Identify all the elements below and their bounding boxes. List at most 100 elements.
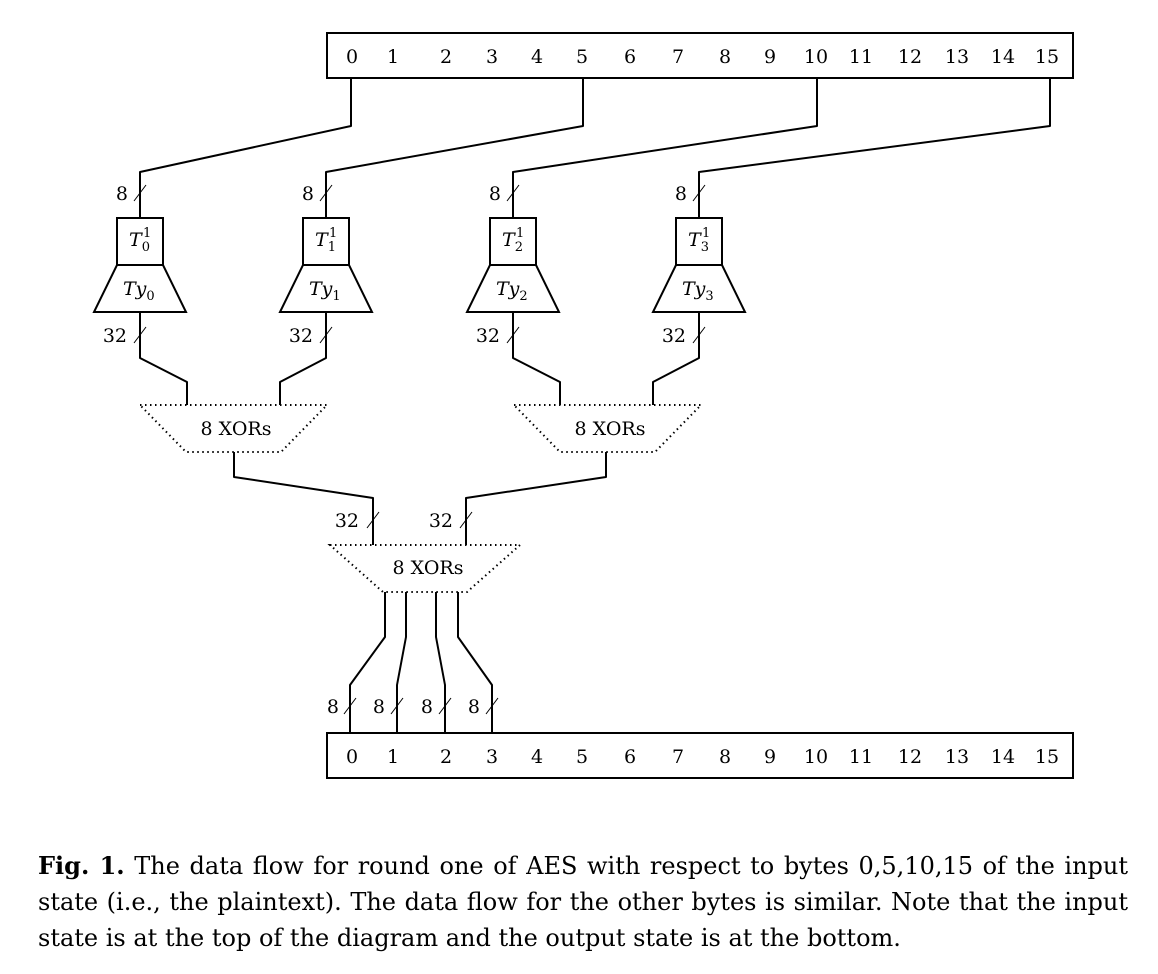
wire-ty2-to-xor-right xyxy=(512,312,561,405)
output-byte-cell: 4 xyxy=(531,746,543,768)
t-box-label: T01 xyxy=(129,226,151,255)
output-byte-cell: 14 xyxy=(991,746,1015,768)
input-byte-cell: 9 xyxy=(764,46,776,68)
xor-block-final: 8 XORs xyxy=(327,544,523,593)
output-bus-widths: 8 8 8 8 xyxy=(327,696,499,718)
wire-byte15-to-t3 xyxy=(698,78,1051,218)
bus-width-label: 8 xyxy=(373,696,385,718)
output-byte-cell: 9 xyxy=(764,746,776,768)
xor-stage-bus-widths: 32 32 xyxy=(335,510,473,532)
ty-output-wires xyxy=(139,312,700,405)
bus-slash xyxy=(692,184,706,202)
ty-box xyxy=(278,264,374,313)
input-state-register: 0 1 2 3 4 5 6 7 8 9 10 11 12 13 14 15 xyxy=(326,32,1074,79)
bus-slash xyxy=(366,511,380,529)
input-bus-widths: 8 8 8 8 xyxy=(116,183,706,205)
bus-slash xyxy=(319,184,333,202)
ty-box xyxy=(465,264,561,313)
figure-caption: Fig. 1. The data flow for round one of A… xyxy=(38,848,1128,956)
input-byte-cell: 15 xyxy=(1035,46,1059,68)
bus-width-label: 32 xyxy=(476,325,500,347)
wire-xor-right-to-final xyxy=(465,452,607,545)
ty-bus-widths: 32 32 32 32 xyxy=(103,325,706,347)
output-byte-cell: 0 xyxy=(346,746,358,768)
wire-to-output-byte2 xyxy=(435,592,446,733)
figure-caption-prefix: Fig. 1. xyxy=(38,851,125,880)
ty-box-label: Ty2 xyxy=(496,278,528,304)
ty-box xyxy=(651,264,747,313)
output-wires xyxy=(349,592,493,733)
bus-width-label: 32 xyxy=(289,325,313,347)
wire-ty0-to-xor-left xyxy=(139,312,188,405)
bus-width-label: 8 xyxy=(116,183,128,205)
bus-width-label: 8 xyxy=(489,183,501,205)
figure-caption-text: The data flow for round one of AES with … xyxy=(38,852,1129,952)
wire-xor-left-to-final xyxy=(233,452,374,545)
wire-byte10-to-t2 xyxy=(512,78,818,218)
input-byte-cell: 3 xyxy=(486,46,498,68)
bus-slash xyxy=(506,326,520,344)
bus-slash xyxy=(390,697,404,715)
output-byte-cell: 15 xyxy=(1035,746,1059,768)
input-byte-cell: 1 xyxy=(387,46,399,68)
bus-slash xyxy=(459,511,473,529)
aes-round-diagram: 0 1 2 3 4 5 6 7 8 9 10 11 12 13 14 15 8 … xyxy=(92,32,1074,779)
t-box-label: T31 xyxy=(688,226,710,255)
ty-box-label: Ty0 xyxy=(123,278,155,304)
xor-label: 8 XORs xyxy=(201,418,272,440)
output-byte-cell: 7 xyxy=(672,746,684,768)
output-byte-cell: 10 xyxy=(804,746,828,768)
xor-label: 8 XORs xyxy=(393,557,464,579)
input-byte-cell: 13 xyxy=(945,46,969,68)
bus-width-label: 32 xyxy=(103,325,127,347)
t-table-0: T01 Ty0 xyxy=(92,217,188,313)
input-byte-cell: 6 xyxy=(624,46,636,68)
ty-box-label: Ty1 xyxy=(309,278,341,304)
bus-width-label: 32 xyxy=(662,325,686,347)
bus-slash xyxy=(343,697,357,715)
bus-slash xyxy=(485,697,499,715)
xor-block-right: 8 XORs xyxy=(511,404,704,453)
bus-slash xyxy=(319,326,333,344)
bus-slash xyxy=(133,326,147,344)
bus-slash xyxy=(692,326,706,344)
t-box-label: T11 xyxy=(315,226,337,255)
bus-slash xyxy=(133,184,147,202)
t-table-1: T11 Ty1 xyxy=(278,217,374,313)
input-byte-cell: 2 xyxy=(440,46,452,68)
output-byte-cell: 11 xyxy=(849,746,873,768)
input-wires xyxy=(139,78,1051,218)
bus-slash xyxy=(506,184,520,202)
bus-slash xyxy=(438,697,452,715)
input-byte-cell: 12 xyxy=(898,46,922,68)
t-box-label: T21 xyxy=(502,226,524,255)
wire-byte0-to-t0 xyxy=(139,78,352,218)
t-table-2: T21 Ty2 xyxy=(465,217,561,313)
bus-width-label: 32 xyxy=(335,510,359,532)
ty-box-label: Ty3 xyxy=(682,278,714,304)
input-byte-cell: 10 xyxy=(804,46,828,68)
xor-trapezoid xyxy=(327,544,523,593)
output-state-frame xyxy=(326,732,1074,779)
input-byte-cell: 7 xyxy=(672,46,684,68)
bus-width-label: 32 xyxy=(429,510,453,532)
output-byte-cell: 3 xyxy=(486,746,498,768)
output-byte-cell: 8 xyxy=(719,746,731,768)
wire-to-output-byte1 xyxy=(396,592,407,733)
output-byte-cell: 6 xyxy=(624,746,636,768)
wire-to-output-byte3 xyxy=(457,592,493,733)
ty-box xyxy=(92,264,188,313)
bus-width-label: 8 xyxy=(327,696,339,718)
output-state-register: 0 1 2 3 4 5 6 7 8 9 10 11 12 13 14 15 xyxy=(326,732,1074,779)
input-byte-cell: 5 xyxy=(576,46,588,68)
input-state-frame xyxy=(326,32,1074,79)
xor-block-left: 8 XORs xyxy=(137,404,330,453)
bus-width-label: 8 xyxy=(675,183,687,205)
bus-width-label: 8 xyxy=(468,696,480,718)
input-byte-cell: 4 xyxy=(531,46,543,68)
wire-byte5-to-t1 xyxy=(325,78,584,218)
output-byte-cell: 12 xyxy=(898,746,922,768)
xor-label: 8 XORs xyxy=(575,418,646,440)
wire-to-output-byte0 xyxy=(349,592,386,733)
bus-width-label: 8 xyxy=(421,696,433,718)
